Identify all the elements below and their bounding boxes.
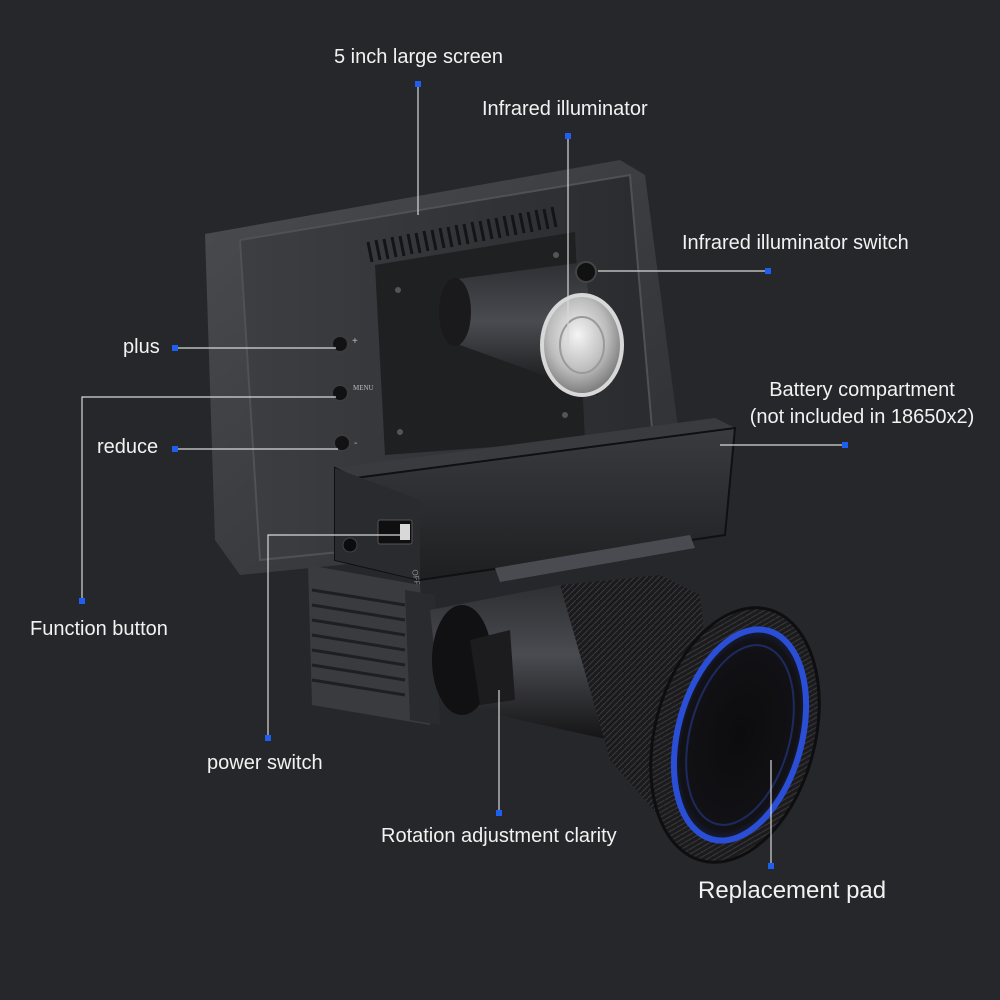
label-reduce: reduce [97,436,159,458]
vent-grille [366,206,558,263]
label-screen: 5 inch large screen [334,46,503,68]
label-rotation: Rotation adjustment clarity [381,825,617,847]
night-vision-device: + MENU - OFF [205,160,821,864]
label-battery: Battery compartment (not included in 186… [742,377,982,431]
replacement-pad-ring [670,626,810,844]
leader-lines [81,84,845,866]
leader-power [267,534,400,738]
marker-reduce [172,446,178,452]
marker-pad [768,863,774,869]
marker-battery [842,442,848,448]
marker-ir-illuminator [565,133,571,139]
marker-function [79,598,85,604]
plus-button [331,335,349,353]
battery-box-top [335,418,735,478]
minus-button [333,434,351,452]
marker-ir-switch [765,268,771,274]
label-power-switch: power switch [207,752,323,774]
minus-marking: - [354,438,357,449]
label-ir-illuminator: Infrared illuminator [482,98,648,120]
label-battery-line2: (not included in 18650x2) [749,406,975,428]
leader-function [81,396,336,601]
label-ir-switch: Infrared illuminator switch [682,232,909,254]
marker-power [265,735,271,741]
marker-rotation [496,810,502,816]
label-function-button: Function button [30,618,168,640]
marker-plus [172,345,178,351]
menu-marking: MENU [353,384,374,392]
marker-screen [415,81,421,87]
callout-markers [79,81,848,869]
ir-lens [540,293,624,397]
plus-marking: + [352,336,358,347]
label-plus: plus [123,336,160,358]
label-battery-line1: Battery compartment [769,379,955,401]
power-switch-marking: OFF [410,569,422,586]
label-replacement-pad: Replacement pad [698,877,887,904]
ir-switch-button [575,261,597,283]
menu-button [331,384,349,402]
